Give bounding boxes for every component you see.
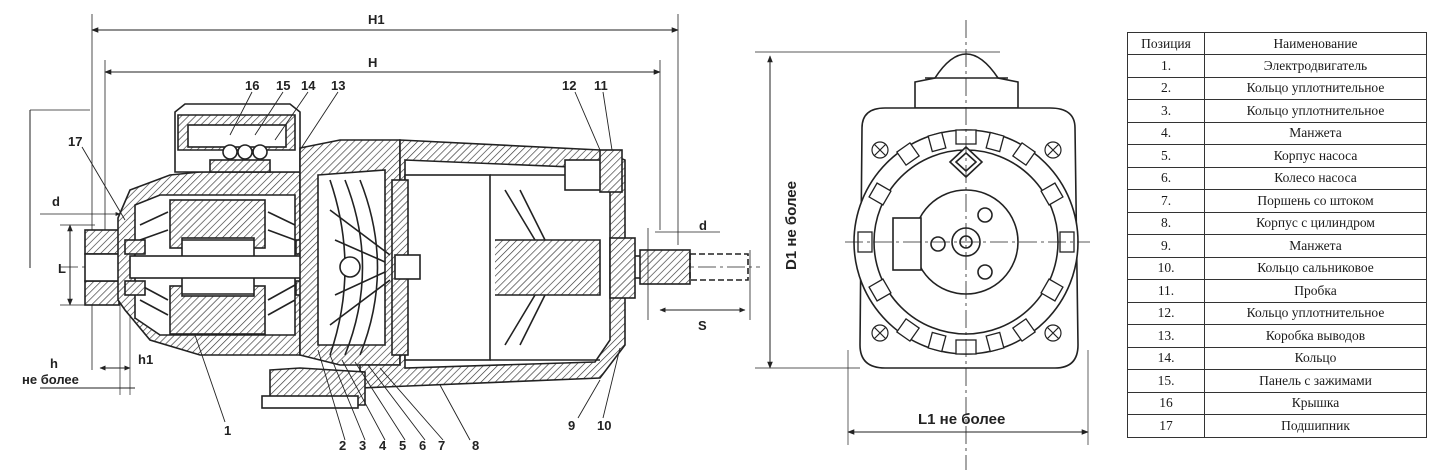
cell-position: 13. <box>1127 324 1205 348</box>
cell-position: 14. <box>1127 346 1205 370</box>
dim-D1-label: D1 не более <box>783 181 800 270</box>
table-row: 12.Кольцо уплотнительное <box>1127 301 1427 325</box>
table-row: 1.Электродвигатель <box>1127 54 1427 78</box>
cell-name: Кольцо сальниковое <box>1204 256 1427 280</box>
callout-12: 12 <box>562 78 576 93</box>
cell-name: Кольцо уплотнительное <box>1204 76 1427 100</box>
table-row: 6.Колесо насоса <box>1127 166 1427 190</box>
table-row: 2.Кольцо уплотнительное <box>1127 76 1427 100</box>
callout-3: 3 <box>359 438 366 453</box>
cell-name: Корпус с цилиндром <box>1204 211 1427 235</box>
cell-name: Крышка <box>1204 391 1427 415</box>
callout-11: 11 <box>594 78 608 93</box>
dim-H-label: H <box>368 55 377 70</box>
table-row: 8.Корпус с цилиндром <box>1127 211 1427 235</box>
table-row: 7.Поршень со штоком <box>1127 189 1427 213</box>
table-row: 3.Кольцо уплотнительное <box>1127 99 1427 123</box>
cell-position: 12. <box>1127 301 1205 325</box>
technical-drawing: H1 H d L h не более h1 d S 16 15 14 13 1… <box>22 12 1090 470</box>
dim-d-left-label: d <box>52 194 60 209</box>
cell-position: 15. <box>1127 369 1205 393</box>
dim-S-label: S <box>698 318 707 333</box>
callout-15: 15 <box>276 78 290 93</box>
callout-9: 9 <box>568 418 575 433</box>
section-view <box>29 14 760 441</box>
cell-position: 5. <box>1127 144 1205 168</box>
front-view <box>755 20 1090 470</box>
dim-h-note-label: не более <box>22 372 79 387</box>
table-row: 15.Панель с зажимами <box>1127 369 1427 393</box>
cell-name: Кольцо <box>1204 346 1427 370</box>
cell-position: 16 <box>1127 391 1205 415</box>
table-row: 5.Корпус насоса <box>1127 144 1427 168</box>
cell-position: 4. <box>1127 121 1205 145</box>
dim-d-right-label: d <box>699 218 707 233</box>
cell-position: 3. <box>1127 99 1205 123</box>
cell-position: 9. <box>1127 234 1205 258</box>
callout-17: 17 <box>68 134 82 149</box>
callout-2: 2 <box>339 438 346 453</box>
parts-table: Позиция Наименование 1.Электродвигатель … <box>1127 32 1427 438</box>
dim-H1-label: H1 <box>368 12 385 27</box>
cell-position: 8. <box>1127 211 1205 235</box>
cell-name: Кольцо уплотнительное <box>1204 99 1427 123</box>
cell-position: 10. <box>1127 256 1205 280</box>
callout-7: 7 <box>438 438 445 453</box>
cell-name: Поршень со штоком <box>1204 189 1427 213</box>
dim-h-label: h <box>50 356 58 371</box>
cell-name: Кольцо уплотнительное <box>1204 301 1427 325</box>
cell-position: 1. <box>1127 54 1205 78</box>
callout-6: 6 <box>419 438 426 453</box>
callout-8: 8 <box>472 438 479 453</box>
cell-name: Электродвигатель <box>1204 54 1427 78</box>
dim-h1-label: h1 <box>138 352 153 367</box>
cell-position: 17 <box>1127 414 1205 438</box>
callout-1: 1 <box>224 423 231 438</box>
table-row: 14.Кольцо <box>1127 346 1427 370</box>
callout-4: 4 <box>379 438 387 453</box>
cell-name: Корпус насоса <box>1204 144 1427 168</box>
dim-L-label: L <box>58 261 66 276</box>
table-row: 9.Манжета <box>1127 234 1427 258</box>
cell-name: Подшипник <box>1204 414 1427 438</box>
cell-name: Манжета <box>1204 234 1427 258</box>
cell-name: Панель с зажимами <box>1204 369 1427 393</box>
table-header-row: Позиция Наименование <box>1127 32 1427 55</box>
cell-position: 7. <box>1127 189 1205 213</box>
cell-name: Манжета <box>1204 121 1427 145</box>
table-row: 13.Коробка выводов <box>1127 324 1427 348</box>
dim-L1-label: L1 не более <box>918 411 1005 428</box>
cell-name: Пробка <box>1204 279 1427 303</box>
table-row: 11.Пробка <box>1127 279 1427 303</box>
cell-position: 2. <box>1127 76 1205 100</box>
header-position: Позиция <box>1127 32 1205 55</box>
table-row: 10.Кольцо сальниковое <box>1127 256 1427 280</box>
callout-5: 5 <box>399 438 406 453</box>
callout-13: 13 <box>331 78 345 93</box>
cell-name: Колесо насоса <box>1204 166 1427 190</box>
cell-name: Коробка выводов <box>1204 324 1427 348</box>
table-row: 4.Манжета <box>1127 121 1427 145</box>
callout-10: 10 <box>597 418 611 433</box>
callout-16: 16 <box>245 78 259 93</box>
cell-position: 6. <box>1127 166 1205 190</box>
cell-position: 11. <box>1127 279 1205 303</box>
callout-14: 14 <box>301 78 316 93</box>
header-name: Наименование <box>1204 32 1427 55</box>
